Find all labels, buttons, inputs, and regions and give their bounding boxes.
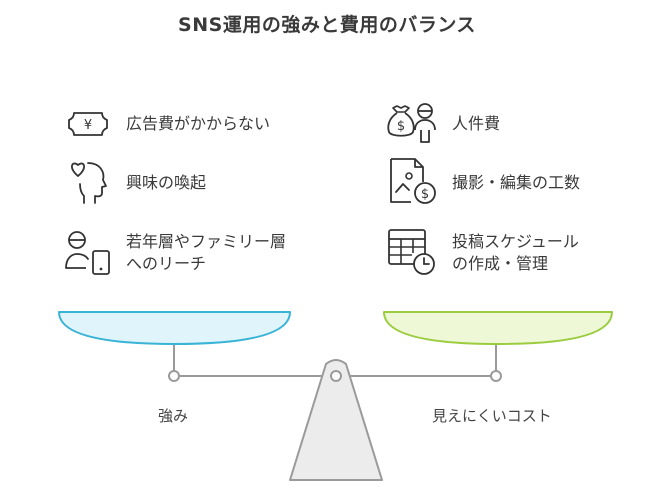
calendar-clock-icon	[386, 227, 438, 277]
diagram-title: SNS運用の強みと費用のバランス	[178, 14, 476, 36]
fulcrum	[289, 359, 383, 481]
image-document-money-icon: $	[387, 156, 439, 206]
right-item-schedule: 投稿スケジュール の作成・管理	[452, 231, 579, 275]
left-beam-knob	[168, 370, 180, 382]
svg-text:$: $	[421, 187, 429, 202]
yen-ticket-icon: ¥	[66, 109, 110, 139]
right-pan-label: 見えにくいコスト	[432, 407, 552, 425]
left-pan-label: 強み	[158, 407, 189, 425]
svg-text:¥: ¥	[84, 118, 92, 133]
left-item-reach-line-2: へのリーチ	[126, 254, 207, 273]
right-item-shooting-editing: 撮影・編集の工数	[452, 173, 581, 192]
left-item-interest: 興味の喚起	[126, 173, 207, 192]
right-item-schedule-line-1: 投稿スケジュール	[452, 232, 579, 251]
left-pan	[58, 311, 291, 345]
right-item-labor-cost: 人件費	[452, 114, 501, 133]
svg-text:$: $	[397, 119, 405, 134]
left-item-reach-line-1: 若年層やファミリー層	[126, 232, 287, 251]
right-beam-knob	[490, 370, 502, 382]
right-pan	[383, 311, 613, 345]
person-phone-icon	[64, 228, 114, 276]
money-bag-person-icon: $	[385, 100, 441, 148]
left-item-reach: 若年層やファミリー層 へのリーチ	[126, 231, 286, 275]
fulcrum-pivot	[330, 370, 342, 382]
left-item-no-ad-cost: 広告費がかからない	[126, 114, 271, 133]
right-item-schedule-line-2: の作成・管理	[452, 254, 549, 273]
heart-head-icon	[66, 158, 108, 204]
